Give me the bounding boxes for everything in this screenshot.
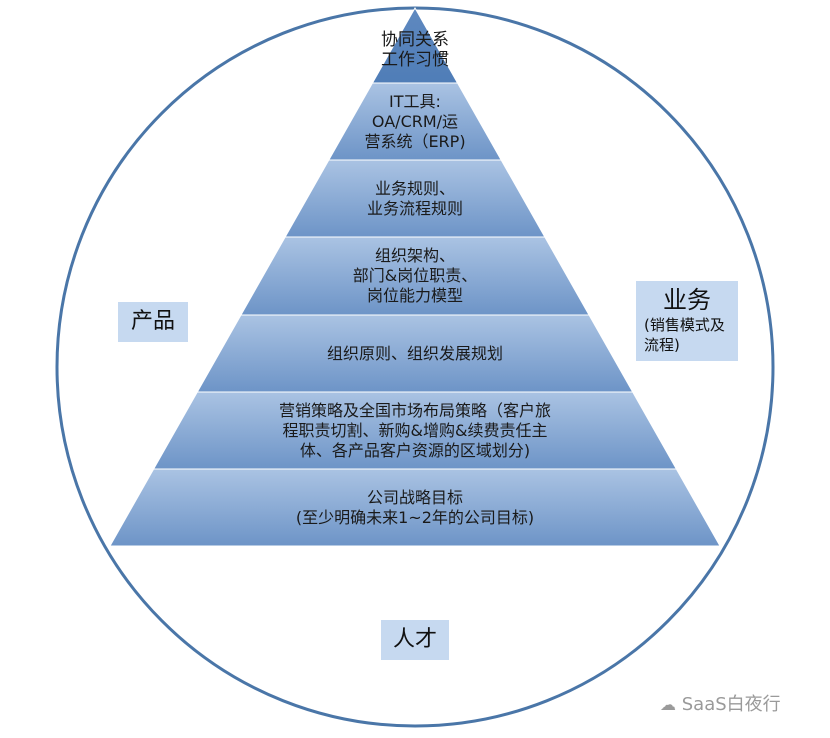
product-label: 产品 (130, 309, 175, 334)
layer-line: IT工具: (389, 91, 441, 111)
layer-line: 营销策略及全国市场布局策略（客户旅 (278, 400, 551, 420)
layer-line: OA/CRM/运 (371, 111, 459, 131)
watermark: ☁ SaaS白夜行 (660, 690, 781, 716)
pyramid-layer-text-7: 公司战略目标(至少明确未来1~2年的公司目标) (0, 469, 830, 546)
layer-line: 岗位能力模型 (366, 286, 463, 305)
pyramid-layer-text-2: IT工具:OA/CRM/运营系统（ERP) (0, 83, 830, 160)
layer-line: 公司战略目标 (366, 487, 463, 507)
pyramid-layer-text-5: 组织原则、组织发展规划 (0, 315, 830, 392)
layer-line: 工作习惯 (381, 49, 449, 70)
layer-line: 营系统（ERP) (364, 131, 466, 151)
layer-line: 组织架构、 (374, 246, 455, 265)
layer-line: 业务规则、 (374, 178, 455, 198)
layer-line: 程职责切割、新购&增购&续费责任主 (282, 420, 548, 440)
business-label-box: 业务 (销售模式及流程) (636, 281, 738, 361)
layer-line: 协同关系 (381, 29, 449, 50)
layer-line: 体、各产品客户资源的区域划分) (299, 440, 531, 460)
talent-label: 人才 (392, 627, 437, 652)
layer-line: (至少明确未来1~2年的公司目标) (295, 507, 535, 527)
product-label-box: 产品 (118, 302, 188, 342)
business-sublabel: (销售模式及流程) (644, 316, 725, 354)
pyramid-layer-7 (109, 468, 721, 547)
pyramid-layer-text-4: 组织架构、部门&岗位职责、岗位能力模型 (0, 237, 830, 315)
pyramid-layer-text-6: 营销策略及全国市场布局策略（客户旅程职责切割、新购&增购&续费责任主体、各产品客… (0, 392, 830, 469)
layer-line: 部门&岗位职责、 (352, 266, 478, 285)
pyramid-layer-text-3: 业务规则、业务流程规则 (0, 160, 830, 237)
talent-label-box: 人才 (381, 620, 449, 660)
pyramid-layer-text-1: 协同关系工作习惯 (0, 12, 830, 87)
watermark-text: SaaS白夜行 (681, 694, 781, 715)
wechat-icon: ☁ (660, 695, 676, 714)
layer-line: 组织原则、组织发展规划 (326, 343, 503, 363)
business-label: 业务 (663, 286, 711, 314)
layer-line: 业务流程规则 (366, 198, 463, 218)
